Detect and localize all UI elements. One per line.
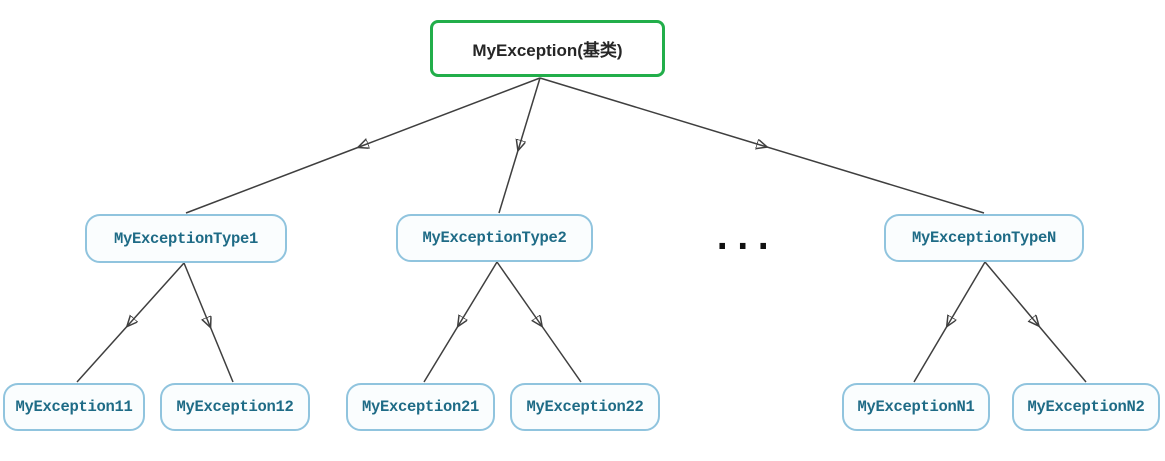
- node-exception11: MyException11: [3, 383, 145, 431]
- edge-type1-to-leaf12: [183, 262, 234, 383]
- node-exception12: MyException12: [160, 383, 310, 431]
- edge-typeN-to-leafN1: [913, 261, 986, 383]
- node-exception22: MyException22: [510, 383, 660, 431]
- node-exception-type2: MyExceptionType2: [396, 214, 593, 262]
- edge-typeN-to-leafN2: [984, 261, 1087, 383]
- edge-type2-to-leaf21: [423, 261, 498, 383]
- edge-root-to-type2: [498, 77, 541, 214]
- node-exceptionN1: MyExceptionN1: [842, 383, 990, 431]
- edge-type2-to-leaf22: [496, 261, 582, 383]
- edge-type1-to-leaf11: [76, 262, 185, 383]
- node-exception-type1: MyExceptionType1: [85, 214, 287, 263]
- node-exception-typeN: MyExceptionTypeN: [884, 214, 1084, 262]
- node-exception21: MyException21: [346, 383, 495, 431]
- edge-root-to-typeN: [539, 77, 985, 214]
- node-base-class: MyException(基类): [430, 20, 665, 77]
- node-exceptionN2: MyExceptionN2: [1012, 383, 1160, 431]
- edge-root-to-type1: [185, 77, 541, 214]
- ellipsis-more-types: ...: [712, 218, 774, 258]
